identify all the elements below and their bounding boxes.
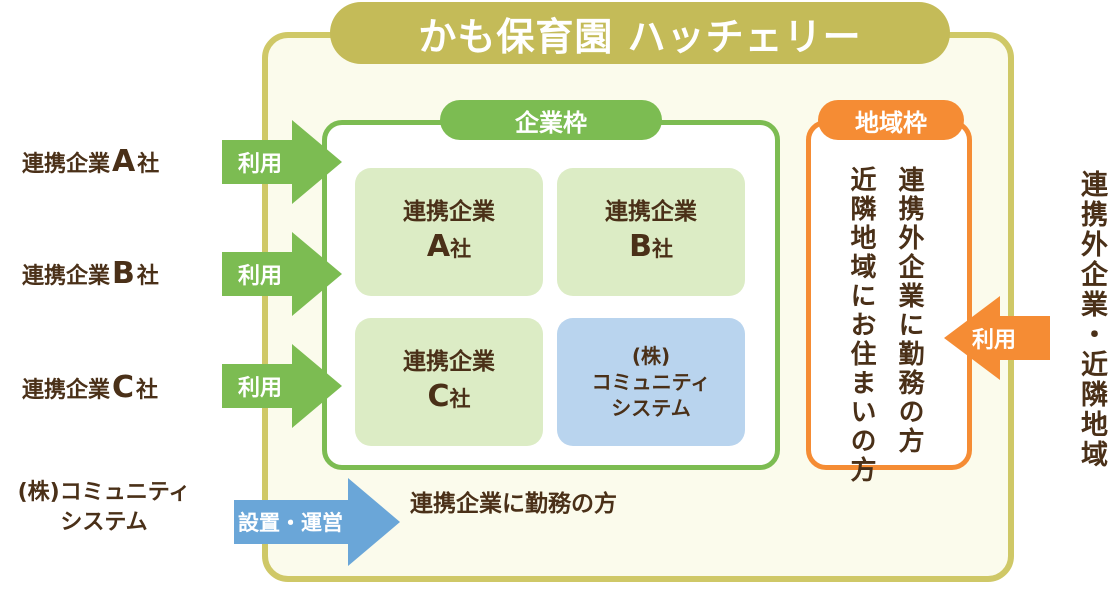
corporate-frame-label: 企業枠: [440, 100, 662, 140]
cell-community-line1: (株): [631, 344, 671, 368]
cell-company-a: 連携企業 A社: [355, 168, 543, 296]
arrow-b: [222, 232, 342, 316]
company-b-prefix: 連携企業: [22, 264, 111, 289]
cell-community-line2: コミュニティ: [591, 370, 711, 394]
regional-col-residents: 近隣地域にお住まいの方: [846, 166, 876, 485]
arrow-right: [944, 296, 1050, 380]
arrow-operator: [234, 478, 400, 566]
cell-company-a-name: A社: [427, 227, 471, 266]
company-a-suffix: 社: [137, 152, 160, 177]
arrow-a-label: 利用: [238, 152, 283, 177]
right-side-label: 連携外企業・近隣地域: [1076, 170, 1107, 470]
cell-company-c: 連携企業 C社: [355, 318, 543, 446]
regional-frame-label: 地域枠: [818, 100, 964, 140]
arrow-c: [222, 344, 342, 428]
cell-company-b: 連携企業 B社: [557, 168, 745, 296]
arrow-c-label: 利用: [238, 376, 283, 401]
employee-note: 連携企業に勤務の方: [410, 491, 617, 517]
company-c-suffix: 社: [136, 378, 159, 403]
cell-community-system: (株) コミュニティ システム: [557, 318, 745, 446]
cell-company-c-suffix: 社: [449, 387, 471, 412]
nursery-title: かも保育園 ハッチェリー: [330, 2, 950, 64]
arrow-b-label: 利用: [238, 264, 283, 289]
regional-col-employees: 連携外企業に勤務の方: [894, 166, 924, 456]
cell-company-a-letter: A: [426, 229, 451, 265]
cell-company-b-name: B社: [629, 227, 673, 266]
operator-line2: システム: [60, 509, 148, 535]
regional-frame: [806, 120, 972, 470]
cell-company-b-suffix: 社: [651, 237, 673, 262]
cell-company-b-letter: B: [629, 229, 652, 265]
cell-company-c-name: C社: [427, 377, 470, 416]
arrow-operator-label: 設置・運営: [238, 511, 343, 535]
arrow-a: [222, 120, 342, 204]
arrow-right-label: 利用: [972, 328, 1017, 353]
company-c-prefix: 連携企業: [22, 378, 111, 403]
cell-community-line3: システム: [611, 396, 691, 420]
company-c-letter: C: [112, 370, 135, 405]
cell-company-c-line1: 連携企業: [403, 348, 495, 375]
cell-company-a-suffix: 社: [450, 237, 472, 262]
operator-label: (株)コミュニティ システム: [4, 478, 204, 537]
cell-company-b-line1: 連携企業: [605, 198, 697, 225]
company-b-suffix: 社: [136, 264, 159, 289]
cell-company-a-line1: 連携企業: [403, 198, 495, 225]
operator-line1: (株)コミュニティ: [17, 480, 191, 505]
cell-company-c-letter: C: [427, 379, 450, 415]
company-b-letter: B: [112, 256, 135, 291]
company-a-prefix: 連携企業: [22, 152, 111, 177]
company-a-letter: A: [112, 144, 136, 179]
